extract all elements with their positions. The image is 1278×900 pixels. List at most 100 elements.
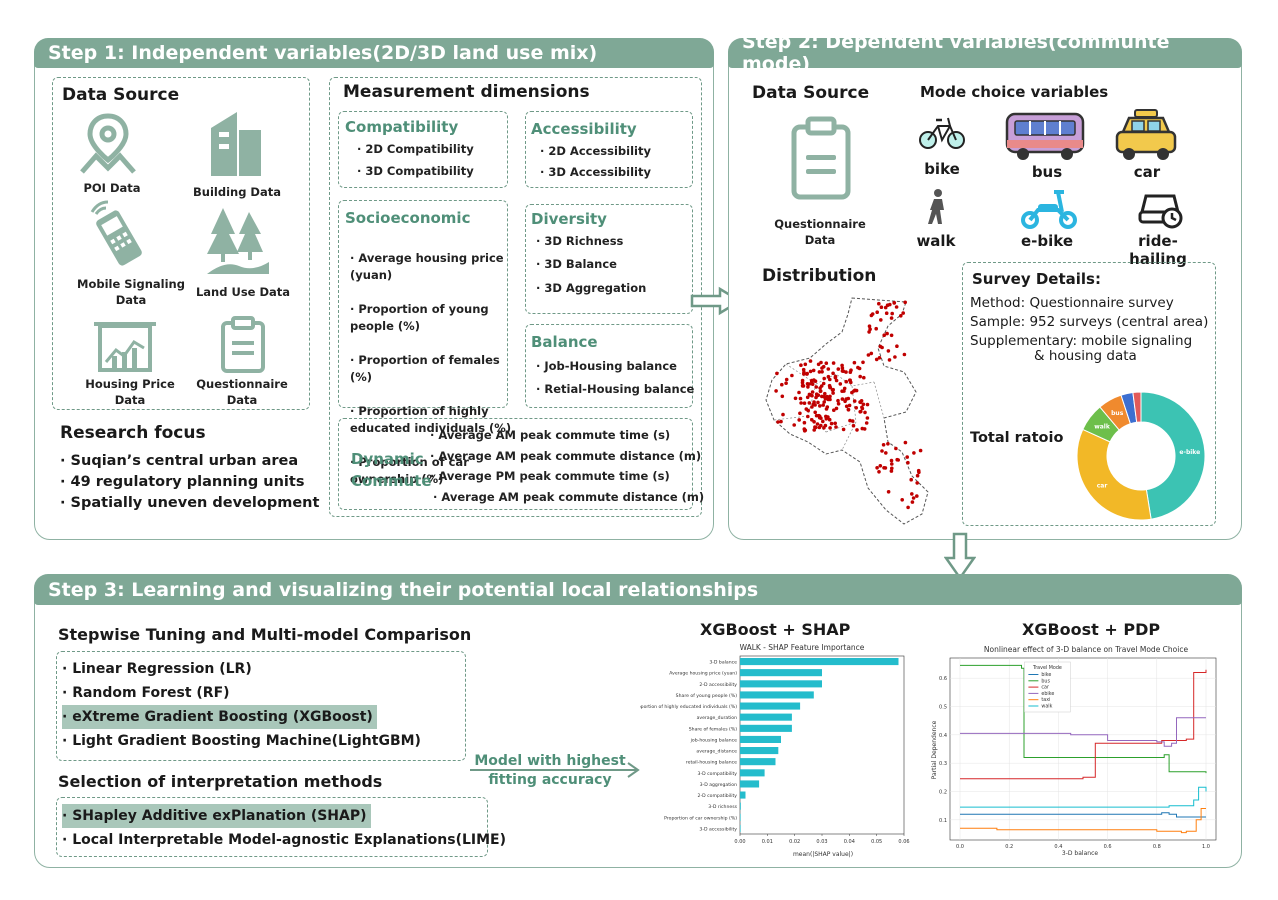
measurement-heading: Measurement dimensions — [343, 82, 590, 102]
model-arrow-icon — [470, 762, 640, 778]
model-lightgbm: · Light Gradient Boosting Machine(LightG… — [62, 733, 421, 749]
survey-lines: Method: Questionnaire survey Sample: 952… — [970, 295, 1209, 364]
map-point — [886, 349, 891, 353]
car-icon — [1115, 109, 1177, 160]
building-icon — [211, 112, 261, 176]
donut-label: car — [1097, 483, 1108, 490]
plot-frame — [949, 657, 1217, 841]
map-point — [827, 417, 832, 422]
map-point — [889, 316, 894, 320]
map-point — [828, 394, 832, 399]
category-label: job-housing balance — [690, 737, 738, 743]
map-point — [899, 314, 903, 318]
map-point — [881, 443, 886, 447]
map-point — [831, 391, 835, 395]
map-point — [850, 419, 855, 423]
map-point — [894, 446, 898, 451]
x-tick-label: 0.6 — [1104, 844, 1112, 850]
data-source-box — [52, 77, 310, 410]
y-tick-label: 0.4 — [939, 733, 947, 739]
list-item: · 49 regulatory planning units — [60, 474, 305, 490]
map-point — [822, 426, 826, 430]
map-point — [841, 427, 846, 432]
map-point — [838, 382, 843, 386]
compatibility-box — [338, 111, 508, 188]
map-point — [902, 352, 907, 357]
total-ratio-label: Total ratoio — [970, 430, 1064, 446]
map-point — [806, 385, 810, 389]
poi-label: POI Data — [83, 181, 141, 195]
x-tick-label: 0.06 — [898, 839, 909, 845]
map-point — [905, 455, 909, 459]
legend-entry: ebike — [1041, 691, 1054, 697]
map-point — [807, 382, 812, 386]
map-point — [882, 333, 886, 337]
category-label: 3-D aggregation — [700, 782, 737, 788]
map-point — [854, 406, 858, 410]
accessibility-items: · 2D Accessibility · 3D Accessibility — [540, 144, 651, 179]
dynamic-commute-box — [338, 418, 693, 510]
accessibility-box — [525, 111, 693, 188]
clipboard-icon — [221, 316, 265, 373]
map-point — [848, 370, 853, 374]
map-point — [877, 301, 881, 306]
diversity-box — [525, 204, 693, 314]
map-point — [900, 498, 904, 502]
map-point — [823, 391, 827, 396]
map-point — [880, 449, 884, 453]
map-point — [802, 420, 807, 425]
list-item: · Suqian’s central urban area — [60, 453, 299, 469]
step2-title: Step 2: Dependent variables(communte mod… — [742, 31, 1170, 75]
y-tick-label: 0.2 — [939, 790, 947, 796]
map-point — [854, 388, 859, 393]
step1-panel — [34, 40, 714, 540]
methods-list: · SHapley Additive exPlanation (SHAP) · … — [62, 804, 506, 852]
map-point — [847, 403, 852, 408]
map-point — [774, 389, 778, 393]
map-point — [815, 422, 820, 426]
bar — [740, 791, 746, 799]
map-point — [831, 371, 835, 376]
map-point — [852, 399, 857, 403]
map-point — [821, 381, 826, 386]
donut-slice-e-bike — [1140, 391, 1206, 520]
map-point — [844, 404, 849, 409]
socioeconomic-title: Socioeconomic — [345, 209, 471, 227]
map-point — [911, 496, 916, 500]
map-point — [797, 390, 801, 395]
bar — [740, 758, 776, 766]
map-point — [867, 324, 872, 328]
map-point — [886, 442, 890, 446]
map-point — [836, 402, 841, 406]
map-point — [810, 382, 815, 386]
model-rf: · Random Forest (RF) — [62, 685, 230, 701]
housing-price-label: Housing Price Data — [85, 377, 175, 407]
map-point — [883, 305, 888, 310]
map-point — [816, 393, 821, 397]
map-point — [862, 375, 866, 380]
map-point — [909, 477, 913, 482]
map-point — [884, 311, 889, 315]
map-point — [915, 473, 920, 478]
map-point — [860, 406, 865, 411]
x-tick-label: 0.0 — [956, 844, 964, 850]
map-point — [851, 423, 856, 428]
map-point — [886, 490, 891, 494]
map-point — [844, 379, 848, 384]
poi-icon — [80, 113, 136, 174]
mobile-signaling-label: Mobile Signaling Data — [77, 277, 185, 307]
distribution-heading: Distribution — [762, 266, 877, 286]
category-label: 2-D accessibility — [699, 682, 737, 688]
map-point — [833, 374, 838, 379]
map-point — [887, 358, 892, 362]
models-list: · Linear Regression (LR) · Random Forest… — [62, 657, 421, 753]
bike-icon — [919, 117, 965, 149]
bar — [740, 669, 822, 677]
list-item: · Spatially uneven development — [60, 495, 320, 511]
socioeconomic-items: · Average housing price (yuan) · Proport… — [350, 251, 512, 486]
map-point — [825, 405, 830, 409]
map-point — [868, 327, 872, 331]
map-point — [894, 305, 899, 309]
methods-box — [56, 797, 488, 857]
